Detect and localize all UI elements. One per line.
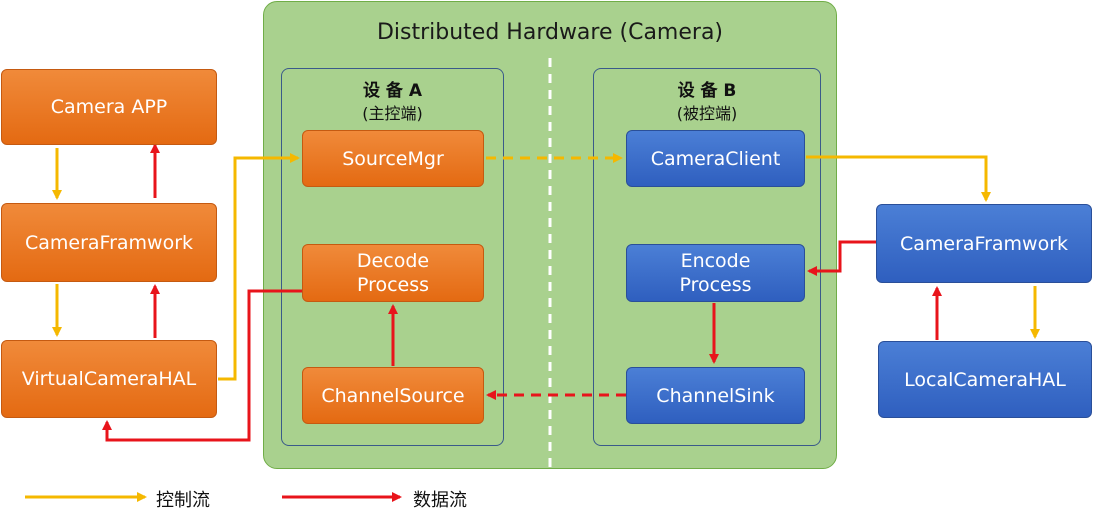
node-camera-app: Camera APP: [1, 69, 217, 145]
node-source-mgr-label: SourceMgr: [342, 147, 444, 170]
arrow-decode-to-vhal: [102, 289, 302, 442]
node-local-camera-hal: LocalCameraHAL: [878, 341, 1092, 418]
node-encode-line1: Encode: [680, 250, 751, 272]
device-b-box: [593, 68, 821, 446]
node-right-camera-framework-label: CameraFramwork: [899, 232, 1069, 255]
device-a-title: 设 备 A: [363, 81, 422, 101]
node-camera-client-label: CameraClient: [650, 147, 781, 170]
node-encode-process: Encode Process: [626, 244, 805, 302]
device-a-subtitle: (主控端): [362, 104, 423, 123]
device-a-box: [281, 68, 504, 446]
node-local-camera-hal-label: LocalCameraHAL: [904, 368, 1066, 391]
node-virtual-camera-hal-label: VirtualCameraHAL: [21, 368, 197, 390]
node-virtual-camera-hal: VirtualCameraHAL: [1, 340, 217, 418]
node-decode-process: Decode Process: [302, 244, 484, 302]
node-channel-sink-label: ChannelSink: [656, 384, 775, 407]
node-right-camera-framework: CameraFramwork: [876, 204, 1092, 283]
node-left-camera-framework: CameraFramwork: [1, 203, 217, 282]
panel-title: Distributed Hardware (Camera): [376, 20, 724, 45]
node-decode-line2: Process: [356, 274, 430, 296]
node-channel-source-label: ChannelSource: [321, 384, 465, 407]
node-source-mgr: SourceMgr: [302, 130, 484, 187]
arrow-cameraclient-to-right-framework: [806, 155, 991, 202]
node-camera-client: CameraClient: [626, 130, 805, 187]
node-encode-line2: Process: [679, 274, 752, 296]
device-b-title: 设 备 B: [677, 81, 737, 101]
node-channel-sink: ChannelSink: [626, 367, 805, 424]
node-decode-line1: Decode: [356, 250, 430, 272]
legend-data-label: 数据流: [413, 490, 467, 511]
device-b-subtitle: (被控端): [676, 104, 738, 123]
arrow-vhal-to-sourcemgr: [218, 153, 300, 381]
node-left-camera-framework-label: CameraFramwork: [24, 231, 194, 254]
node-camera-app-label: Camera APP: [50, 96, 168, 118]
legend-control-label: 控制流: [156, 490, 210, 511]
arrow-right-framework-to-encode: [807, 240, 876, 276]
node-channel-source: ChannelSource: [302, 367, 484, 424]
